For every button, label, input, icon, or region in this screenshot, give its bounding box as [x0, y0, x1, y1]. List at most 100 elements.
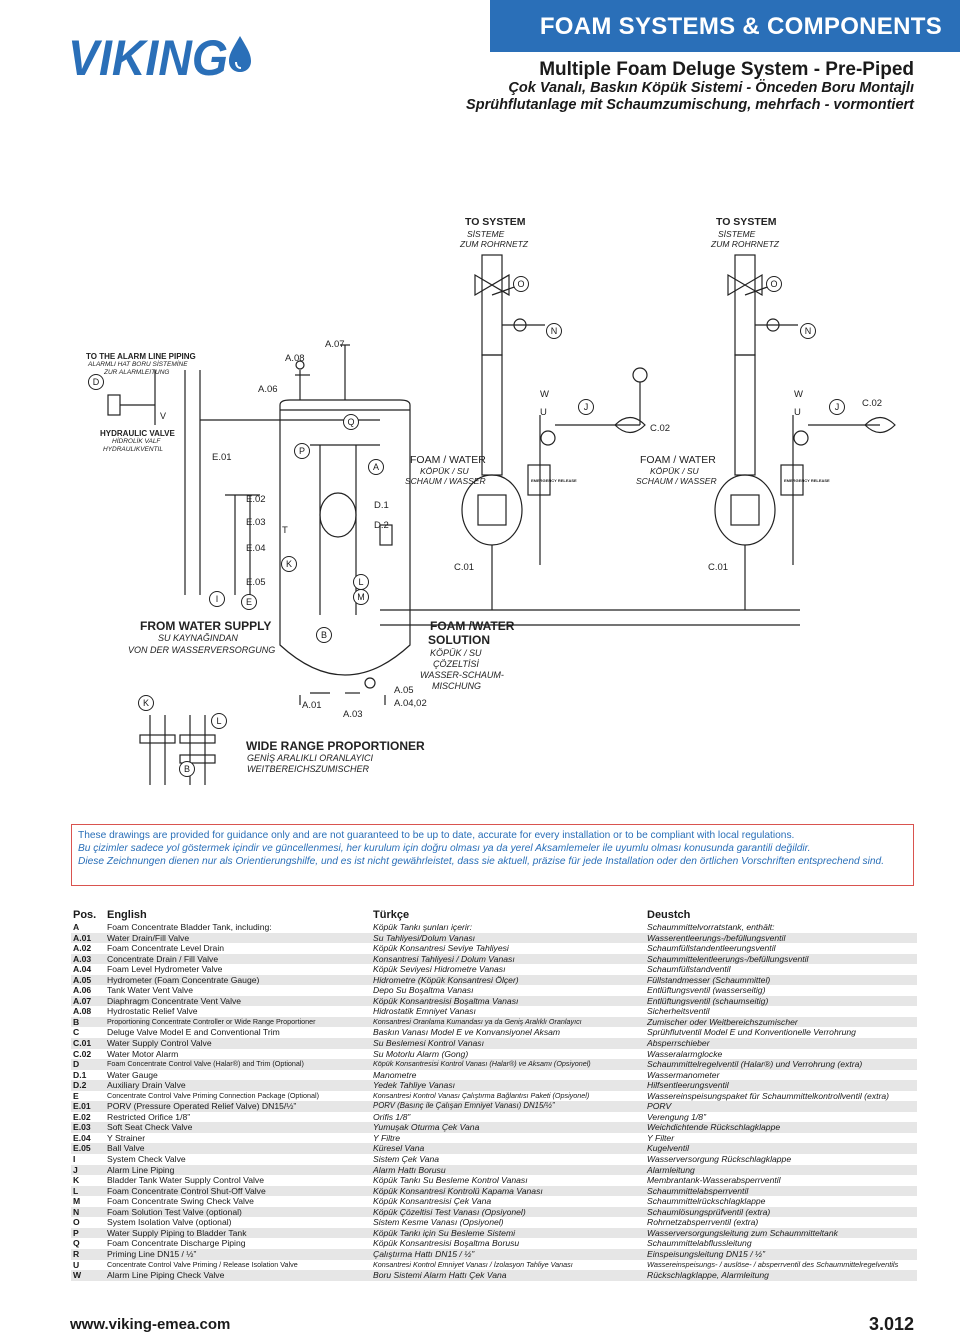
legend-cell-de: Alarmleitung — [645, 1164, 917, 1176]
legend-cell-de: Schaumlösungsprüfventil (extra) — [645, 1206, 917, 1218]
tag-a03: A.03 — [343, 709, 363, 720]
pressure-gauge-2 — [793, 430, 809, 446]
legend-cell-tr: Yumuşak Oturma Çek Vana — [371, 1122, 645, 1133]
page-number: 3.012 — [868, 1314, 914, 1334]
legend-cell-pos: A.05 — [71, 974, 105, 986]
legend-cell-tr: Yedek Tahliye Vanası — [371, 1080, 645, 1091]
legend-cell-de: Wasserentleerungs-/befüllungsventil — [645, 932, 917, 944]
ref-j-1: J — [578, 399, 594, 415]
deluge-valve-2 — [714, 474, 776, 546]
legend-cell-pos: R — [71, 1248, 105, 1260]
legend-cell-de: Entlüftungsventil (wasserseitig) — [645, 985, 917, 996]
foam-water-tr-1: KÖPÜK / SU — [420, 466, 469, 476]
legend-cell-pos: D.2 — [71, 1080, 105, 1091]
tag-e02: E.02 — [246, 494, 266, 505]
section-title: FOAM SYSTEMS & COMPONENTS — [539, 13, 942, 40]
legend-cell-de: Schaummittelabsperrventil — [645, 1185, 917, 1197]
emergency-release-label-1: EMERGENCY RELEASE — [531, 478, 577, 483]
title-english: Multiple Foam Deluge System - Pre-Piped — [539, 59, 914, 80]
legend-cell-pos: U — [71, 1259, 105, 1271]
gauge-icon — [632, 367, 648, 383]
legend-cell-de: Rückschlagklappe, Alarmleitung — [645, 1270, 917, 1281]
solution-de-1: WASSER-SCHAUM- — [420, 670, 504, 680]
legend-cell-de: Schaummittelabflussleitung — [645, 1238, 917, 1249]
foam-water-tr-2: KÖPÜK / SU — [650, 466, 699, 476]
alarm-line-tr: ALARMLI HAT BORU SİSTEMİNE — [88, 361, 188, 368]
legend-cell-de: Wassereinspeisungs- / auslöse- / absperr… — [645, 1259, 917, 1271]
legend-cell-de: Schaumfüllstandventil — [645, 964, 917, 975]
legend-cell-tr: Sistem Kesme Vanası (Opsiyonel) — [371, 1217, 645, 1228]
page-titles: Multiple Foam Deluge System - Pre-Piped … — [466, 60, 914, 114]
tag-e01: E.01 — [212, 452, 232, 463]
tag-u-1: U — [540, 407, 547, 418]
legend-cell-pos: C — [71, 1027, 105, 1039]
legend-cell-tr: Hidrometre (Köpük Konsantresi Ölçer) — [371, 974, 645, 986]
isolation-valve-1 — [474, 273, 510, 297]
alarm-line-de: ZUR ALARMLEITUNG — [104, 369, 170, 376]
legend-cell-tr: Boru Sistemi Alarm Hattı Çek Vana — [371, 1270, 645, 1281]
website-link[interactable]: www.viking-emea.com — [70, 1316, 231, 1333]
legend-cell-pos: E.05 — [71, 1143, 105, 1155]
legend-cell-pos: B — [71, 1016, 105, 1028]
legend-cell-en: Water Drain/Fill Valve — [105, 932, 371, 944]
legend-cell-pos: E.02 — [71, 1111, 105, 1123]
hydraulic-valve-de: HYDRAULIKVENTIL — [103, 446, 163, 453]
legend-cell-tr: Konsantresi Kontrol Vanası Çalıştırma Ba… — [371, 1090, 645, 1102]
legend-cell-pos: C.01 — [71, 1038, 105, 1049]
legend-cell-de: Füllstandmesser (Schaummittel) — [645, 974, 917, 986]
legend-cell-pos: E — [71, 1090, 105, 1102]
to-system-de-2: ZUM ROHRNETZ — [711, 239, 779, 249]
hydraulic-valve-tr: HİDROLİK VALF — [112, 438, 161, 445]
legend-header-row: Pos. English Türkçe Deustch — [71, 908, 917, 922]
legend-cell-en: Foam Concentrate Control Shut-Off Valve — [105, 1185, 371, 1197]
from-supply-de: VON DER WASSERVERSORGUNG — [128, 645, 276, 655]
legend-cell-de: Absperrschieber — [645, 1038, 917, 1049]
proportioner-tr: GENİŞ ARALIKLI ORANLAYICI — [247, 753, 374, 763]
legend-cell-en: Concentrate Control Valve Priming / Rele… — [105, 1259, 371, 1271]
header-band: FOAM SYSTEMS & COMPONENTS — [490, 0, 960, 52]
legend-cell-de: Zumischer oder Weitbereichszumischer — [645, 1016, 917, 1028]
legend-cell-tr: Baskın Vanası Model E ve Konvansiyonel A… — [371, 1027, 645, 1039]
ref-o-2: O — [766, 276, 782, 292]
disclaimer-english: These drawings are provided for guidance… — [78, 830, 795, 841]
test-valve-1 — [513, 318, 527, 332]
bladder-tank — [279, 399, 411, 676]
legend-cell-de: Schaummittelvorratstank, enthält: — [645, 922, 917, 933]
legend-cell-pos: O — [71, 1217, 105, 1228]
legend-cell-en: System Isolation Valve (optional) — [105, 1217, 371, 1228]
legend-cell-pos: D — [71, 1059, 105, 1070]
legend-cell-tr: Manometre — [371, 1069, 645, 1081]
ref-o-1: O — [513, 276, 529, 292]
ref-b-1: B — [316, 627, 332, 643]
legend-cell-en: Water Supply Control Valve — [105, 1038, 371, 1049]
legend-cell-tr: Konsantresi Tahliyesi / Dolum Vanası — [371, 953, 645, 965]
legend-cell-tr: Depo Su Boşaltma Vanası — [371, 985, 645, 996]
legend-cell-tr: Köpük Konsantresisi Kontrol Vanası (Hala… — [371, 1059, 645, 1070]
tag-a01: A.01 — [302, 700, 322, 711]
from-supply-tr: SU KAYNAĞINDAN — [158, 633, 238, 643]
system-diagram: TO SYSTEM SİSTEME ZUM ROHRNETZ TO SYSTEM… — [0, 195, 960, 795]
legend-cell-en: Auxiliary Drain Valve — [105, 1080, 371, 1091]
legend-cell-pos: E.01 — [71, 1101, 105, 1112]
legend-cell-en: Proportioning Concentrate Controller or … — [105, 1016, 371, 1028]
